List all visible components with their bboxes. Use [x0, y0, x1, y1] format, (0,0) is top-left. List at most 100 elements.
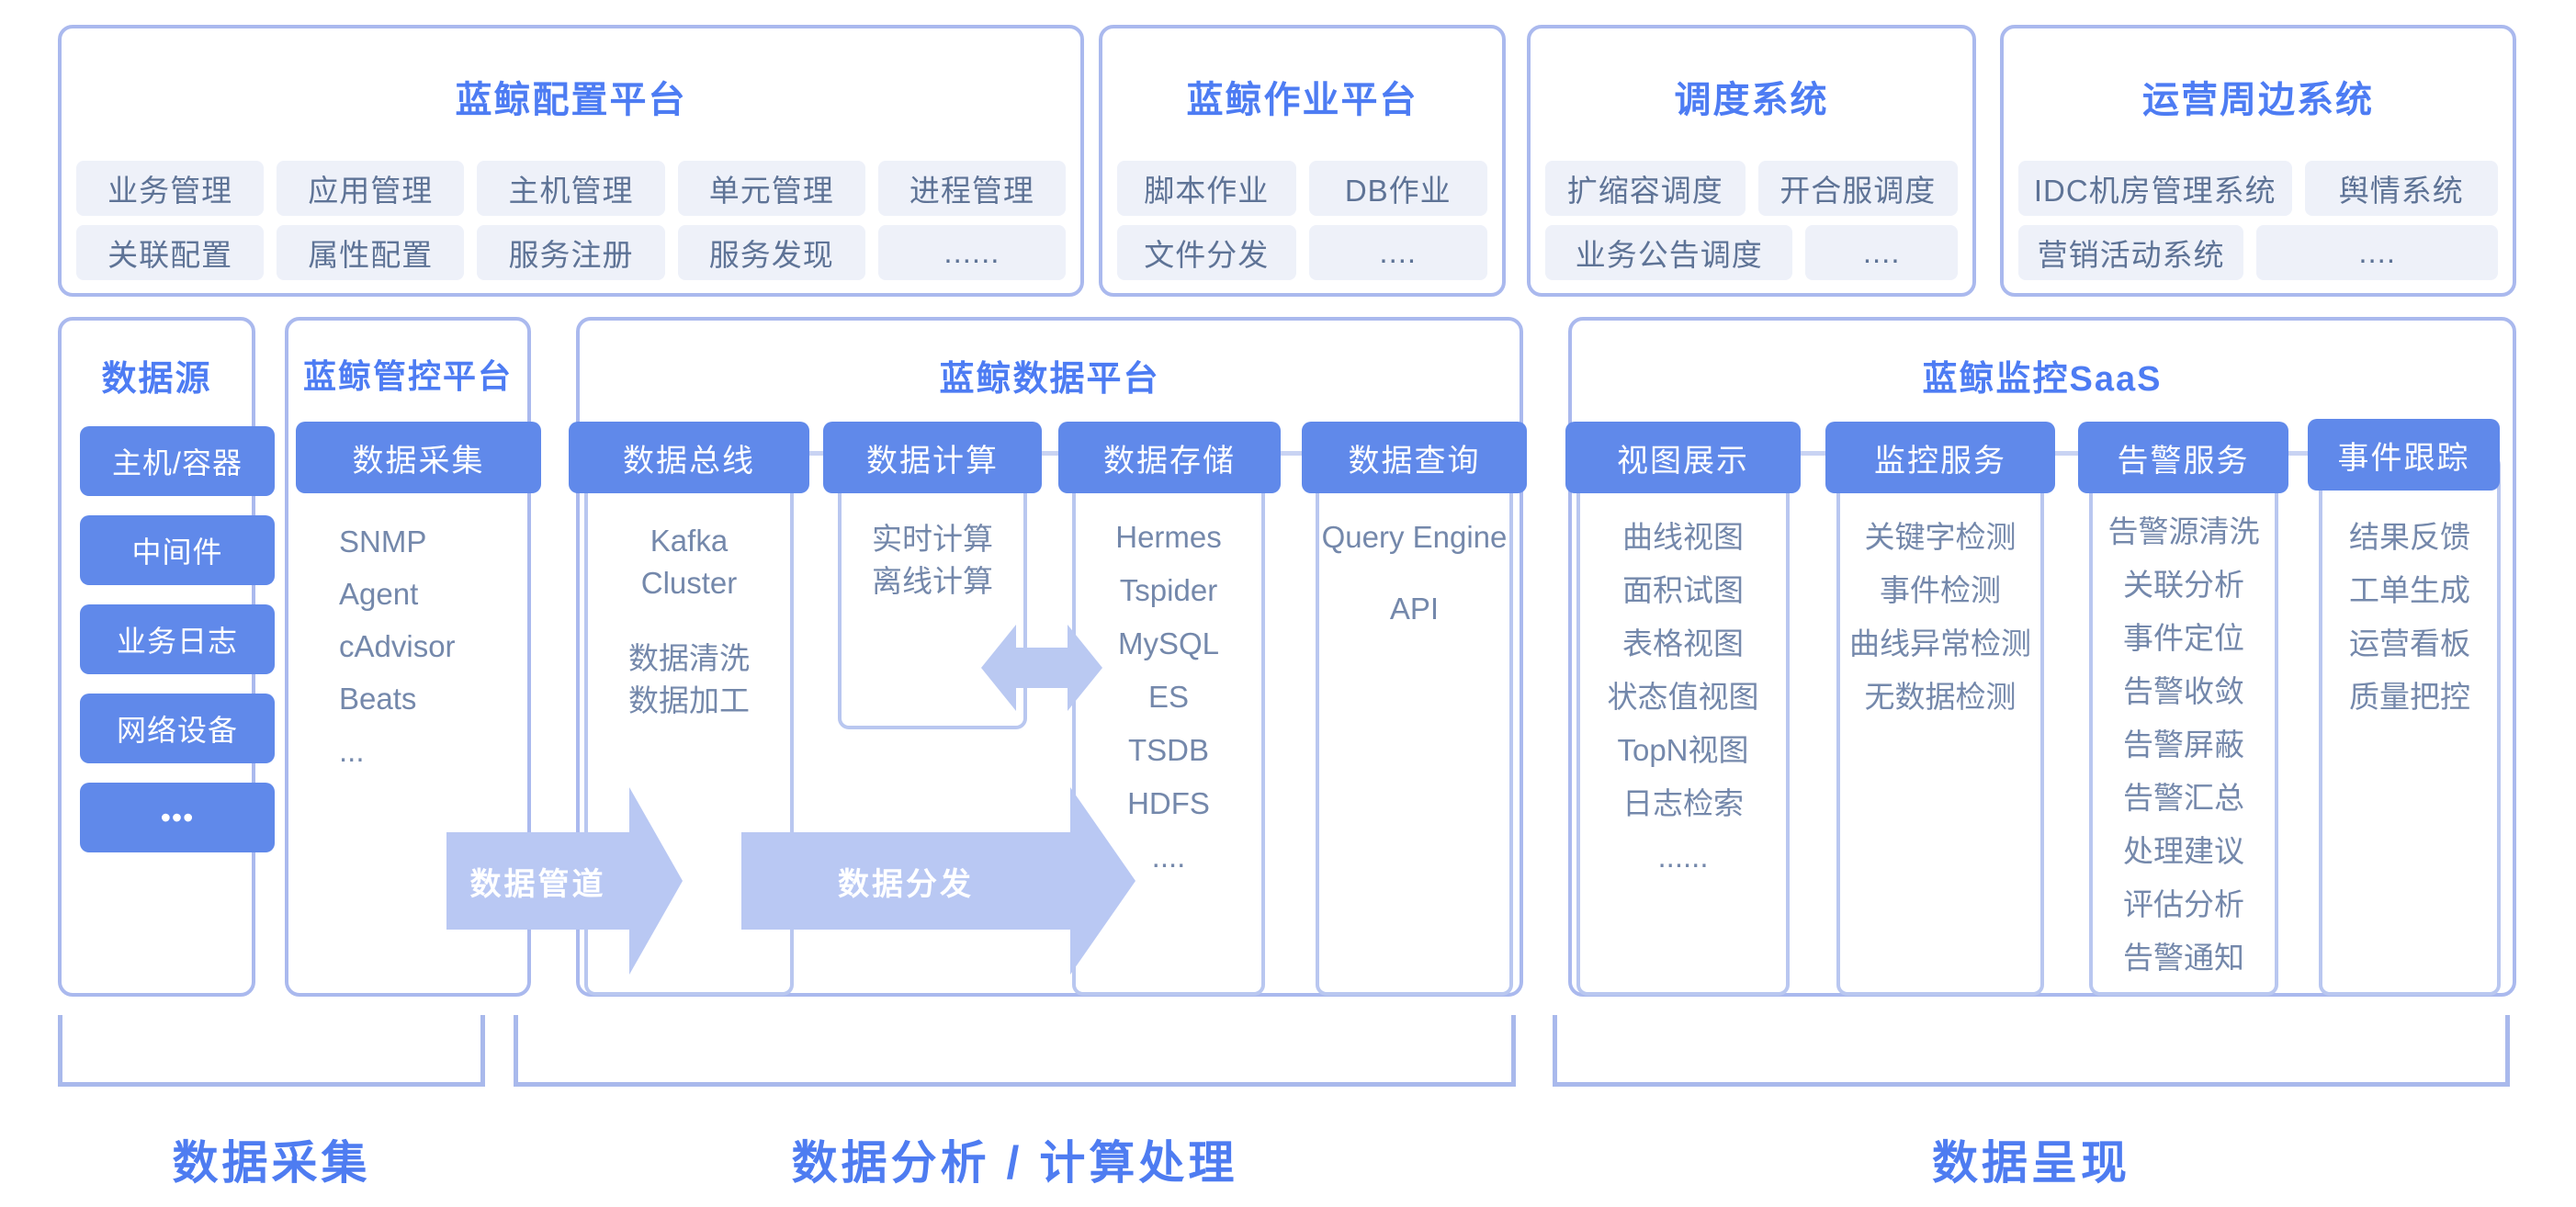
- list-item: HDFS: [1127, 786, 1210, 820]
- header-event-tracking: 事件跟踪: [2308, 419, 2500, 491]
- exchange-arrow: [981, 625, 1102, 711]
- list-item: Kafka: [650, 524, 729, 558]
- list-item: 日志检索: [1622, 786, 1744, 820]
- config-platform-title: 蓝鲸配置平台: [455, 80, 687, 120]
- list-item: 网络设备: [80, 694, 275, 763]
- list-item: ES: [1147, 680, 1190, 714]
- header-connector: [809, 451, 823, 456]
- list-item: 表格视图: [1622, 626, 1744, 660]
- list-item: •••: [80, 783, 275, 852]
- scheduling-system-tags: 扩缩容调度 开合服调度 业务公告调度 ....: [1531, 161, 1972, 293]
- job-platform-box: 蓝鲸作业平台 脚本作业 DB作业 文件分发 ....: [1099, 25, 1506, 297]
- data-source-column: 数据源 主机/容器中间件业务日志网络设备•••: [58, 317, 275, 997]
- data-pipeline-arrow: 数据管道: [446, 787, 683, 975]
- stage-bracket: [58, 1015, 485, 1087]
- control-platform-title: 蓝鲸管控平台: [302, 357, 513, 395]
- feature-tag: 业务管理: [76, 161, 265, 216]
- list-item: Tspider: [1119, 573, 1218, 607]
- feature-tag: ......: [877, 225, 1067, 280]
- feature-tag: ....: [1805, 225, 1958, 280]
- feature-tag: ....: [1308, 225, 1487, 280]
- list-item: ...: [339, 734, 365, 768]
- list-item: 数据加工: [628, 683, 750, 717]
- list-item: 告警通知: [2123, 941, 2244, 975]
- feature-tag: 主机管理: [477, 161, 665, 216]
- monitor-saas-title: 蓝鲸监控SaaS: [1922, 360, 2163, 399]
- data-distribute-label: 数据分发: [741, 832, 1070, 930]
- data-platform-title: 蓝鲸数据平台: [939, 360, 1160, 399]
- operation-peripheral-title: 运营周边系统: [2142, 80, 2374, 120]
- list-item: 事件检测: [1880, 573, 2001, 607]
- list-item: 状态值视图: [1607, 680, 1759, 714]
- arrow-bar: [1016, 648, 1068, 688]
- feature-tag: 服务发现: [677, 225, 865, 280]
- list-item: Query Engine: [1321, 520, 1508, 554]
- list-item: 处理建议: [2123, 834, 2244, 868]
- arrow-head-icon: [1070, 787, 1135, 975]
- list-item: TopN视图: [1617, 733, 1749, 767]
- list-item: ....: [1151, 840, 1186, 874]
- config-platform-tags: 业务管理 应用管理 主机管理 单元管理 进程管理 关联配置 属性配置 服务注册 …: [62, 161, 1080, 293]
- list-item: 关联分析: [2123, 568, 2244, 602]
- header-data-storage: 数据存储: [1058, 422, 1281, 493]
- feature-tag: 脚本作业: [1117, 161, 1296, 216]
- alarm-service-list: 告警源清洗关联分析事件定位告警收敛告警屏蔽告警汇总处理建议评估分析告警通知: [2093, 457, 2275, 985]
- list-item: Beats: [339, 682, 417, 716]
- list-item: ......: [1657, 840, 1709, 874]
- list-item: SNMP: [339, 525, 427, 558]
- scheduling-system-box: 调度系统 扩缩容调度 开合服调度 业务公告调度 ....: [1527, 25, 1976, 297]
- stage-bracket: [514, 1015, 1516, 1087]
- header-connector: [1042, 451, 1058, 456]
- list-item: API: [1389, 592, 1440, 626]
- feature-tag: 属性配置: [277, 225, 465, 280]
- data-source-title: 数据源: [101, 360, 212, 399]
- header-data-query: 数据查询: [1302, 422, 1527, 493]
- monitor-service-body: 关键字检测事件检测曲线异常检测无数据检测: [1836, 454, 2044, 996]
- list-item: 告警收敛: [2123, 674, 2244, 708]
- feature-tag: 单元管理: [677, 161, 865, 216]
- feature-tag: ....: [2256, 225, 2498, 280]
- list-item: 质量把控: [2349, 680, 2470, 714]
- arrow-right-head: [1068, 625, 1102, 711]
- list-item: 曲线视图: [1622, 520, 1744, 554]
- event-tracking-body: 结果反馈工单生成运营看板质量把控: [2319, 454, 2501, 996]
- feature-tag: 营销活动系统: [2018, 225, 2244, 280]
- list-item: Hermes: [1115, 520, 1222, 554]
- list-item: 曲线异常检测: [1849, 626, 2031, 660]
- list-item: 事件定位: [2123, 621, 2244, 655]
- job-platform-title: 蓝鲸作业平台: [1186, 80, 1418, 120]
- list-item: 告警屏蔽: [2123, 728, 2244, 761]
- list-item: MySQL: [1117, 626, 1220, 660]
- operation-peripheral-tags: IDC机房管理系统 舆情系统 营销活动系统 ....: [2004, 161, 2513, 293]
- header-data-bus: 数据总线: [569, 422, 809, 493]
- header-connector: [2055, 451, 2078, 456]
- list-item: TSDB: [1127, 733, 1209, 767]
- scheduling-system-title: 调度系统: [1674, 80, 1829, 120]
- stage-label: 数据采集: [172, 1137, 371, 1189]
- list-item: 工单生成: [2349, 573, 2470, 607]
- data-collect-header-bar: 数据采集: [296, 422, 541, 493]
- list-item: 运营看板: [2349, 626, 2470, 660]
- header-monitor-service: 监控服务: [1825, 422, 2055, 493]
- list-item: 业务日志: [80, 604, 275, 674]
- list-item: 数据清洗: [628, 641, 750, 675]
- feature-tag: 业务公告调度: [1545, 225, 1793, 280]
- feature-tag: 文件分发: [1117, 225, 1296, 280]
- list-item: Cluster: [640, 566, 738, 600]
- header-connector: [2288, 451, 2308, 456]
- feature-tag: 开合服调度: [1757, 161, 1958, 216]
- stage-label: 数据呈现: [1932, 1137, 2130, 1189]
- list-item: 告警汇总: [2123, 781, 2244, 815]
- data-source-pills: 主机/容器中间件业务日志网络设备•••: [80, 426, 275, 852]
- feature-tag: 扩缩容调度: [1545, 161, 1746, 216]
- list-item: 结果反馈: [2349, 520, 2470, 554]
